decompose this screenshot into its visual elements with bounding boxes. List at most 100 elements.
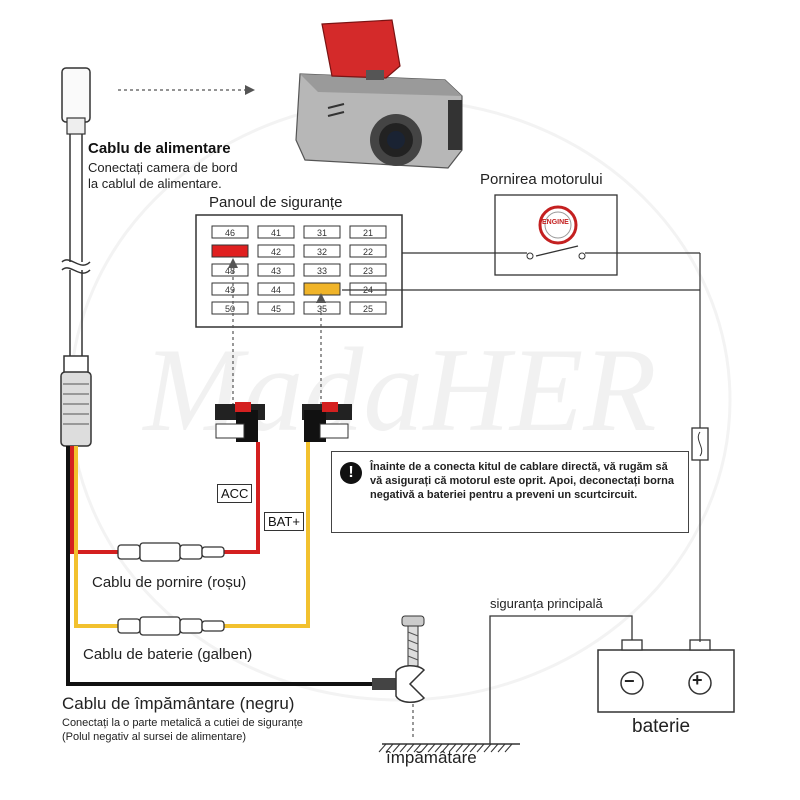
ground-hatch-line bbox=[413, 743, 422, 753]
fuse-slot bbox=[257, 263, 295, 277]
fuse-slot bbox=[257, 301, 295, 315]
dashcam-icon bbox=[295, 19, 463, 169]
fuse-slot bbox=[211, 301, 249, 315]
ground-hatch-line bbox=[378, 743, 387, 753]
power-cable bbox=[61, 134, 91, 356]
engine-badge-text: ENGINE bbox=[542, 219, 569, 226]
main-fuse-line bbox=[489, 615, 633, 744]
fuse-slot-number: 22 bbox=[363, 247, 373, 257]
ground-label: împămâtare bbox=[386, 748, 477, 767]
fuse-slot bbox=[257, 244, 295, 258]
fuse-slot-number: 42 bbox=[271, 247, 281, 257]
ground-hatch-line bbox=[483, 743, 492, 753]
ground-hatch-line bbox=[462, 743, 471, 753]
battery-minus: − bbox=[624, 671, 635, 691]
main-fuse-label: siguranța principală bbox=[490, 596, 603, 611]
fuse-slot bbox=[349, 244, 387, 258]
fuse-slot-number: 23 bbox=[363, 266, 373, 276]
fuse-slot-number: 35 bbox=[317, 304, 327, 314]
fuse-slot-number: 50 bbox=[225, 304, 235, 314]
battery-fuse-icon bbox=[691, 427, 709, 461]
cable-connector-icon bbox=[60, 355, 92, 447]
battery-label: baterie bbox=[632, 716, 691, 737]
fuse-slot-number: 32 bbox=[317, 247, 327, 257]
fuse-slot-number: 45 bbox=[271, 304, 281, 314]
ground-hatch-line bbox=[476, 743, 485, 753]
ground-hatch-line bbox=[490, 743, 499, 753]
fuse-slot bbox=[349, 301, 387, 315]
arrow-up-icon bbox=[316, 293, 326, 303]
warning-icon: ! bbox=[340, 462, 362, 484]
black-wire-note2: (Polul negativ al sursei de alimentare) bbox=[62, 731, 247, 743]
fuse-slot bbox=[303, 263, 341, 277]
fuse-panel-title: Panoul de siguranțe bbox=[209, 194, 343, 211]
fuse-slot bbox=[349, 263, 387, 277]
fuse-slot-number: 49 bbox=[225, 285, 235, 295]
ground-hatch-line bbox=[448, 743, 457, 753]
fuse-slot-number: 33 bbox=[317, 266, 327, 276]
fuse-slot bbox=[303, 282, 341, 296]
arrow-head-icon bbox=[245, 85, 255, 95]
fuse-slot bbox=[211, 244, 249, 258]
red-wire-label: Cablu de pornire (roșu) bbox=[92, 574, 247, 591]
red-wire bbox=[70, 446, 125, 554]
red-wire-to-tap bbox=[222, 442, 260, 554]
warning-box: ! Înainte de a conecta kitul de cablare … bbox=[331, 451, 689, 533]
ground-hatch-line bbox=[392, 743, 401, 753]
black-wire-note1: Conectați la o parte metalică a cutiei d… bbox=[62, 717, 303, 729]
fuse-slot-number: 25 bbox=[363, 304, 373, 314]
engine-start-title: Pornirea motorului bbox=[480, 171, 603, 188]
ground-bolt-icon bbox=[401, 615, 425, 667]
acc-fuse-tap-icon bbox=[215, 402, 265, 442]
acc-tag: ACC bbox=[217, 484, 253, 503]
ground-hatch-line bbox=[441, 743, 450, 753]
fuse-slot-number: 46 bbox=[225, 228, 235, 238]
black-wire bbox=[66, 446, 375, 686]
fuse-slot bbox=[211, 282, 249, 296]
ground-hatch-line bbox=[497, 743, 506, 753]
fuse-slot-number: 44 bbox=[271, 285, 281, 295]
engine-start-box bbox=[494, 194, 618, 276]
fuse-slot-number: 31 bbox=[317, 228, 327, 238]
ground-hatch-line bbox=[385, 743, 394, 753]
yellow-wire bbox=[74, 446, 125, 628]
bat-fuse-tap-icon bbox=[302, 402, 352, 442]
power-plug-icon bbox=[61, 67, 91, 135]
battery-icon bbox=[597, 639, 735, 713]
fuse-slot-number: 41 bbox=[271, 228, 281, 238]
yellow-wire-to-tap bbox=[222, 442, 310, 628]
bat-tag: BAT+ bbox=[264, 512, 304, 531]
power-cable-title: Cablu de alimentare bbox=[88, 140, 231, 157]
ground-hatch-line bbox=[504, 743, 513, 753]
fuse-slot bbox=[349, 282, 387, 296]
fuse-slot bbox=[349, 225, 387, 239]
ground-hatch-line bbox=[399, 743, 408, 753]
fuse-slot bbox=[257, 282, 295, 296]
fuse-slot bbox=[303, 244, 341, 258]
ground-hatch-line bbox=[420, 743, 429, 753]
power-cable-line1: Conectați camera de bord bbox=[88, 160, 238, 175]
battery-plus: + bbox=[692, 670, 703, 690]
ground-hatch-line bbox=[469, 743, 478, 753]
yellow-inline-fuse-icon bbox=[117, 616, 225, 636]
arrow-up-icon bbox=[228, 258, 238, 268]
fuse-slot bbox=[211, 225, 249, 239]
fuse-slot bbox=[257, 225, 295, 239]
ground-hatch-line bbox=[427, 743, 436, 753]
ground-hatch-line bbox=[406, 743, 415, 753]
fuse-slot-number: 21 bbox=[363, 228, 373, 238]
ground-surface-icon bbox=[378, 743, 520, 753]
ground-hatch-line bbox=[434, 743, 443, 753]
fuse-slot-number: 48 bbox=[225, 266, 235, 276]
warning-text: Înainte de a conecta kitul de cablare di… bbox=[370, 461, 674, 501]
yellow-wire-label: Cablu de baterie (galben) bbox=[83, 646, 253, 663]
fuse-slot bbox=[303, 225, 341, 239]
black-wire-label: Cablu de împământare (negru) bbox=[62, 694, 295, 713]
ring-terminal-icon bbox=[372, 665, 426, 703]
power-cable-line2: la cablul de alimentare. bbox=[88, 176, 222, 191]
red-inline-fuse-icon bbox=[117, 542, 225, 562]
fuse-slot-number: 43 bbox=[271, 266, 281, 276]
